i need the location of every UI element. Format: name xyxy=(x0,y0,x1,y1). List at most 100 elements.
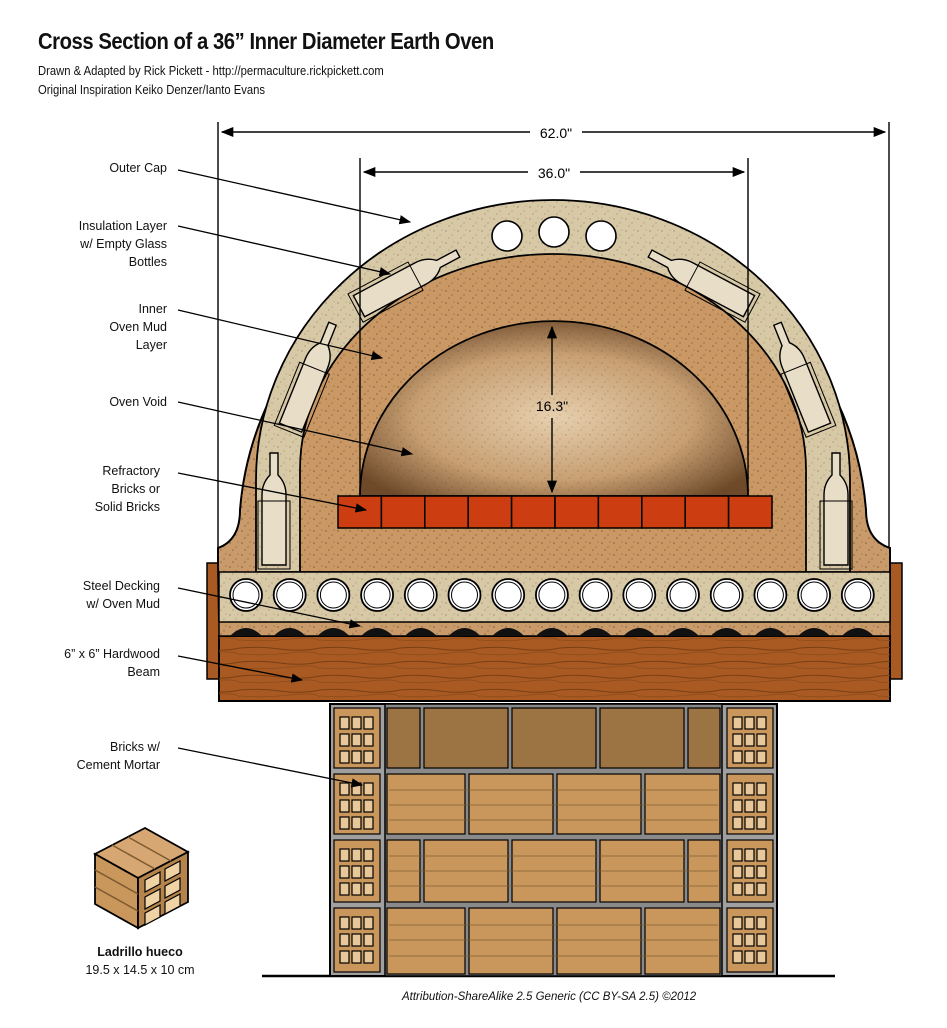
decking-tube-inner xyxy=(713,581,741,609)
brick-hole xyxy=(363,733,374,747)
brick-hole xyxy=(351,733,362,747)
brick-hole xyxy=(351,816,362,830)
brick-hole xyxy=(363,916,374,930)
glass-bottle xyxy=(772,321,837,438)
brick-hole xyxy=(756,816,767,830)
decking-tube-inner xyxy=(276,581,304,609)
brick-hole xyxy=(339,933,350,947)
inner-dimension-label: 36.0" xyxy=(538,165,570,181)
decking-tube-inner xyxy=(451,581,478,609)
corrugation-bump xyxy=(667,628,699,636)
brick-hole xyxy=(339,848,350,862)
brick-hole xyxy=(339,733,350,747)
brick-hole xyxy=(744,716,755,730)
label-insulation: Insulation Layer w/ Empty Glass Bottles xyxy=(78,219,167,269)
brick-caption-name: Ladrillo hueco xyxy=(97,945,183,959)
corrugation-bump xyxy=(230,628,262,636)
brick-hole xyxy=(363,865,374,879)
brick-hole xyxy=(339,865,350,879)
decking-tube xyxy=(491,578,526,612)
dimension-lines xyxy=(217,122,890,548)
corrugation-bump xyxy=(448,628,481,636)
refractory-bricks xyxy=(337,495,773,529)
brick-hole xyxy=(732,799,743,813)
corrugation-bump xyxy=(623,628,656,636)
corrugation-bump xyxy=(798,628,831,636)
corrugation-bump xyxy=(492,628,525,636)
brick-hole xyxy=(339,799,350,813)
refractory-brick xyxy=(337,495,383,529)
brick-hole xyxy=(744,750,755,764)
brick-hole xyxy=(744,916,755,930)
brick-hole xyxy=(351,950,362,964)
glass-bottle xyxy=(257,452,291,570)
corrugation-bump xyxy=(317,628,350,636)
brick-hole xyxy=(351,865,362,879)
glass-bottle xyxy=(647,249,761,323)
refractory-brick xyxy=(641,495,686,529)
refractory-brick xyxy=(380,495,426,529)
brick-hole xyxy=(756,799,767,813)
refractory-brick xyxy=(684,495,730,529)
brick-hole xyxy=(744,865,755,879)
brick-hole xyxy=(351,799,362,813)
brick-hole xyxy=(744,933,755,947)
brick-hole xyxy=(363,950,374,964)
corrugation-bump xyxy=(404,628,437,636)
decking-tube-inner xyxy=(538,581,566,609)
brick-hole xyxy=(744,848,755,862)
decking-tube xyxy=(360,578,395,612)
brick-hole xyxy=(351,916,362,930)
brick-hole xyxy=(756,750,767,764)
brick-hole xyxy=(363,848,374,862)
brick-hole xyxy=(744,882,755,896)
brick-hole xyxy=(363,799,374,813)
brick-hole xyxy=(732,933,743,947)
brick-base xyxy=(329,703,778,977)
refractory-brick xyxy=(510,495,556,529)
brick-hole xyxy=(744,733,755,747)
decking-tube-inner xyxy=(800,581,828,609)
decking-tube xyxy=(229,578,263,612)
decking-tube-inner xyxy=(844,581,872,609)
label-bricks: Bricks w/ Cement Mortar xyxy=(76,740,160,772)
decking-tube-inner xyxy=(625,581,653,609)
brick-hole xyxy=(756,733,767,747)
inspiration-line: Original Inspiration Keiko Denzer/Ianto … xyxy=(38,83,265,97)
brick-hole xyxy=(744,950,755,964)
decking-tube xyxy=(753,578,788,612)
label-refractory: Refractory Bricks or Solid Bricks xyxy=(94,464,160,514)
hardwood-beam xyxy=(206,562,903,702)
leader-arrows xyxy=(177,169,414,788)
brick-hole xyxy=(744,799,755,813)
height-dimension-label: 16.3" xyxy=(536,398,568,414)
glass-bottle xyxy=(273,321,338,438)
brick-hole xyxy=(351,750,362,764)
brick-hole xyxy=(363,933,374,947)
label-outer-cap: Outer Cap xyxy=(109,161,167,175)
brick-hole xyxy=(363,782,374,796)
glass-bottle xyxy=(819,452,853,570)
brick-hole xyxy=(732,750,743,764)
decking-tube xyxy=(272,578,307,612)
brick-hole xyxy=(744,816,755,830)
author-line: Drawn & Adapted by Rick Pickett - http:/… xyxy=(38,64,384,78)
corrugation-bump xyxy=(841,628,874,636)
decking-tube-inner xyxy=(363,581,391,609)
license-credit: Attribution-ShareAlike 2.5 Generic (CC B… xyxy=(402,991,697,1003)
brick-hole xyxy=(363,882,374,896)
brick-hole xyxy=(732,950,743,964)
refractory-brick xyxy=(467,495,513,529)
brick-hole xyxy=(756,882,767,896)
brick-hole xyxy=(351,933,362,947)
refractory-brick xyxy=(597,495,643,529)
page-title: Cross Section of a 36” Inner Diameter Ea… xyxy=(38,28,494,54)
decking-mud-band xyxy=(218,571,891,623)
decking-tube xyxy=(622,578,657,612)
refractory-brick xyxy=(424,495,469,529)
brick-hole xyxy=(732,848,743,862)
brick-hole xyxy=(732,882,743,896)
brick-hole xyxy=(756,716,767,730)
decking-tube xyxy=(316,578,351,612)
